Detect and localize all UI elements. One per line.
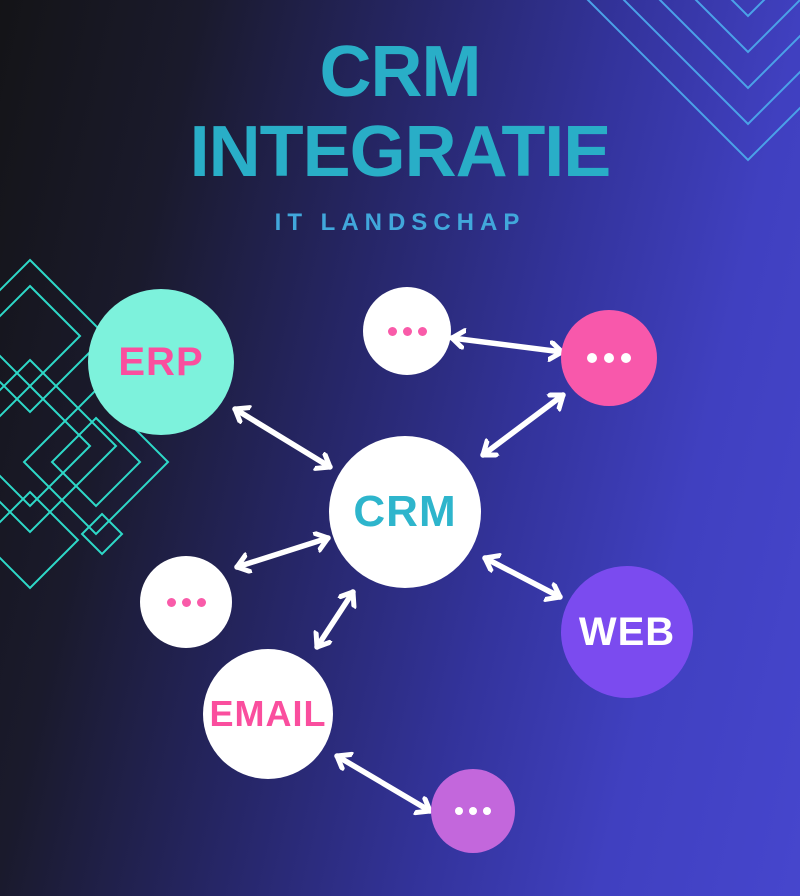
node-email: EMAIL bbox=[203, 649, 333, 779]
dot bbox=[469, 807, 477, 815]
node-label-crm: CRM bbox=[353, 487, 457, 536]
dot bbox=[621, 353, 631, 363]
diamond-outline-left bbox=[0, 258, 108, 414]
page-subtitle: IT LANDSCHAP bbox=[274, 209, 526, 236]
dot bbox=[196, 597, 206, 607]
diamond-outline-left bbox=[50, 416, 142, 508]
arrow-email-crm bbox=[317, 589, 353, 650]
page-title: CRM INTEGRATIE bbox=[0, 32, 800, 192]
arrow-email-misc-bottom bbox=[334, 756, 433, 811]
dot bbox=[417, 326, 427, 336]
ellipsis-dots bbox=[455, 807, 491, 815]
diamond-outline-top-right bbox=[730, 0, 766, 18]
dot bbox=[402, 326, 412, 336]
diamond-outline-left bbox=[0, 358, 118, 534]
dot bbox=[387, 326, 397, 336]
diamond-outline-left bbox=[0, 490, 80, 590]
dot bbox=[455, 807, 463, 815]
arrow-misc-left-crm bbox=[234, 538, 331, 567]
arrow-misc-top-misc-pink bbox=[449, 338, 565, 352]
node-label-web: WEB bbox=[578, 610, 676, 654]
ellipsis-dots bbox=[587, 353, 631, 363]
title-line-1: CRM bbox=[319, 32, 482, 112]
node-label-erp: ERP bbox=[118, 340, 204, 384]
node-label-email: EMAIL bbox=[209, 693, 327, 734]
diamond-outline-left bbox=[22, 388, 170, 536]
dot bbox=[587, 353, 597, 363]
title-line-2: INTEGRATIE bbox=[189, 112, 612, 192]
node-crm: CRM bbox=[329, 436, 481, 588]
dot bbox=[166, 597, 176, 607]
node-misc-bottom bbox=[431, 769, 515, 853]
node-web: WEB bbox=[561, 566, 693, 698]
node-misc-left bbox=[140, 556, 232, 648]
dot bbox=[483, 807, 491, 815]
arrow-crm-web bbox=[482, 558, 563, 597]
arrow-misc-pink-crm bbox=[480, 392, 566, 458]
header: CRM INTEGRATIE IT LANDSCHAP bbox=[0, 0, 800, 237]
diamond-outline-top-right bbox=[622, 0, 800, 126]
dot bbox=[181, 597, 191, 607]
dot bbox=[604, 353, 614, 363]
diamond-outline-top-right bbox=[694, 0, 800, 54]
diamond-outline-left bbox=[0, 384, 92, 508]
node-erp: ERP bbox=[88, 289, 234, 435]
diamond-outline-top-right bbox=[658, 0, 800, 90]
arrow-erp-crm bbox=[232, 409, 333, 467]
ellipsis-dots bbox=[166, 597, 206, 607]
node-misc-top bbox=[363, 287, 451, 375]
ellipsis-dots bbox=[387, 326, 427, 336]
diamond-outline-left bbox=[80, 512, 124, 556]
node-misc-pink bbox=[561, 310, 657, 406]
diamond-outline-top-right bbox=[586, 0, 800, 162]
